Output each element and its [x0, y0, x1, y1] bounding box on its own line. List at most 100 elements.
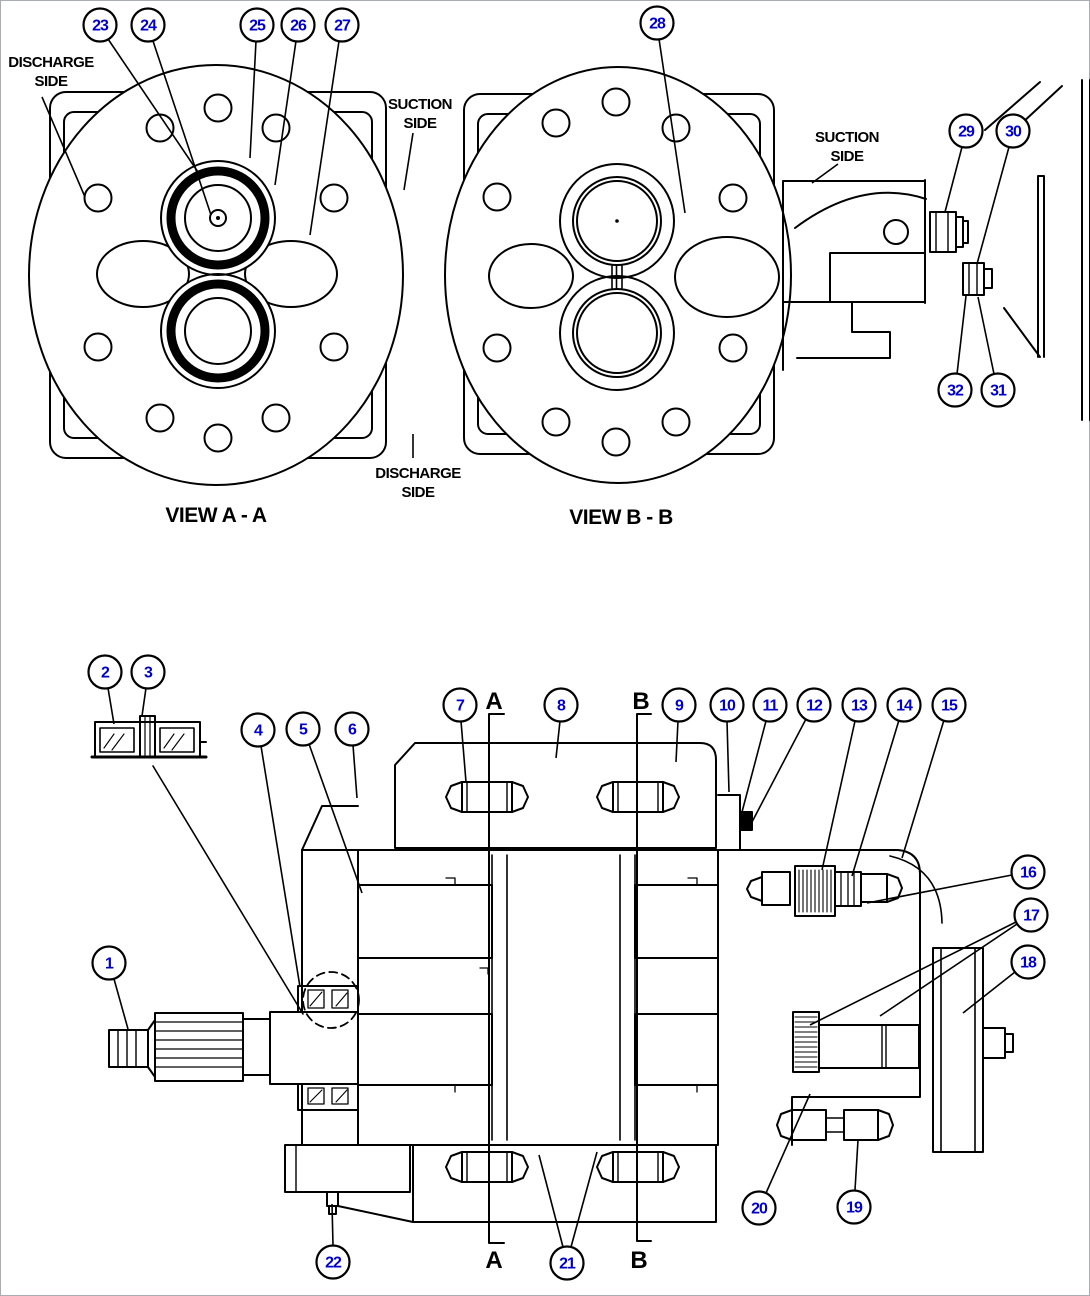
- flange-foot: [284, 1144, 411, 1193]
- side-section-drawing: [90, 713, 1014, 1244]
- callout-17-leader: [879, 923, 1018, 1017]
- shaft-center-mark: [209, 209, 227, 227]
- port-boss: [461, 781, 513, 813]
- callout-21-leader: [538, 1154, 564, 1248]
- bolt-hole: [261, 403, 291, 433]
- callout-circle-13: [841, 687, 877, 723]
- shaft-nut: [108, 1029, 149, 1068]
- callout-28-leader: [658, 38, 686, 214]
- callout-circle-32: [937, 372, 973, 408]
- callout-23-leader: [107, 38, 201, 176]
- gear-teeth-top: [166, 166, 270, 270]
- bolt-hole: [83, 332, 113, 362]
- callout-number-26: 26: [290, 18, 307, 35]
- callout-circle-8: [543, 687, 579, 723]
- callout-circle-6: [334, 711, 370, 747]
- label-discharge-side-bottom: DISCHARGE: [375, 465, 461, 482]
- callout-number-32: 32: [947, 383, 964, 400]
- callout-number-11: 11: [763, 698, 779, 715]
- view-b-b-title: VIEW B - B: [569, 506, 673, 529]
- callout-circle-5: [285, 711, 321, 747]
- callout-17-leader: [809, 921, 1017, 1026]
- callout-circle-14: [886, 687, 922, 723]
- bolt-hole: [482, 182, 512, 212]
- callout-number-23: 23: [92, 18, 109, 35]
- callout-number-16: 16: [1020, 865, 1037, 882]
- bolt-hole: [718, 333, 748, 363]
- gear-section: [634, 1013, 719, 1086]
- gear-body-bottom: [184, 297, 252, 365]
- callout-number-4: 4: [254, 723, 263, 740]
- callout-11-leader: [741, 720, 767, 813]
- callout-30-leader: [976, 146, 1010, 265]
- label-discharge-side-left: DISCHARGE: [8, 54, 94, 71]
- callout-18-leader: [962, 971, 1016, 1014]
- callout-5-leader: [308, 743, 363, 894]
- callout-21-leader: [570, 1151, 598, 1248]
- callout-circle-3: [130, 654, 166, 690]
- callout-circle-7: [442, 687, 478, 723]
- callout-circle-2: [87, 654, 123, 690]
- callout-number-31: 31: [990, 383, 1007, 400]
- relief-pocket-right: [244, 240, 338, 308]
- callout-number-8: 8: [557, 698, 566, 715]
- section-line-a: [488, 713, 505, 1244]
- label-suction-side-left: SIDE: [403, 115, 437, 132]
- callout-number-20: 20: [751, 1201, 768, 1218]
- callout-15-leader: [901, 719, 945, 859]
- hex-nut: [962, 262, 985, 296]
- callout-number-7: 7: [456, 698, 465, 715]
- callout-circle-31: [980, 372, 1016, 408]
- callout-26-leader: [274, 40, 297, 186]
- callout-circle-24: [130, 7, 166, 43]
- bolt-hole: [83, 183, 113, 213]
- callout-6-leader: [352, 744, 358, 799]
- callout-16-leader: [866, 874, 1013, 904]
- callout-number-22: 22: [325, 1255, 342, 1272]
- callout-7-leader: [460, 720, 467, 783]
- callout-circle-30: [995, 113, 1031, 149]
- callout-number-24: 24: [140, 18, 157, 35]
- callout-29-leader: [944, 146, 963, 213]
- callout-number-30: 30: [1005, 124, 1022, 141]
- small-bolt: [739, 811, 753, 831]
- relief-pocket-left: [96, 240, 190, 308]
- view-b-b-drawing: [444, 66, 792, 484]
- callout-number-15: 15: [941, 698, 958, 715]
- gear-mesh-connector: [611, 265, 623, 289]
- seal-pack-lower: [297, 1083, 359, 1111]
- callout-25-leader: [249, 40, 257, 159]
- callout-circle-9: [661, 687, 697, 723]
- bolt-hole: [661, 407, 691, 437]
- labels-layer: DISCHARGESIDESUCTIONSIDESUCTIONSIDEDISCH…: [8, 54, 879, 529]
- callout-12-leader: [751, 718, 807, 823]
- bearing-detail-circle: [302, 971, 360, 1029]
- callout-circle-15: [931, 687, 967, 723]
- callout-27-leader: [309, 40, 340, 236]
- view-a-a-title: VIEW A - A: [165, 504, 266, 527]
- gear-section: [634, 884, 719, 959]
- section-line-b: [636, 713, 652, 1242]
- relief-pocket-left: [488, 243, 574, 309]
- callout-number-19: 19: [846, 1200, 863, 1217]
- callout-number-25: 25: [249, 18, 266, 35]
- callout-4-leader: [260, 745, 301, 988]
- callout-31-leader: [977, 296, 995, 375]
- relief-pocket-right: [674, 236, 780, 318]
- callout-number-6: 6: [348, 722, 357, 739]
- gear-teeth-bottom: [166, 279, 270, 383]
- section-letter-b-top: B: [632, 688, 649, 715]
- bolt-hole: [718, 183, 748, 213]
- callout-24-leader: [152, 40, 212, 216]
- bolt-hole: [203, 423, 233, 453]
- callout-14-leader: [851, 719, 900, 877]
- callout-circle-27: [324, 7, 360, 43]
- label-discharge-side-bottom: SIDE: [401, 484, 435, 501]
- section-letter-a-bottom: A: [485, 1247, 502, 1274]
- label-suction-side-left: SUCTION: [388, 96, 452, 113]
- top-port-plate: [394, 742, 717, 849]
- callout-1-leader: [113, 978, 129, 1030]
- section-letter-a-top: A: [485, 688, 502, 715]
- label-suction-side-right: SUCTION: [815, 129, 879, 146]
